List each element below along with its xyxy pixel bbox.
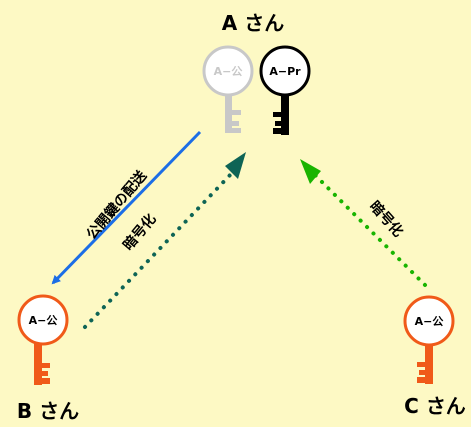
c-encrypt-arrow: [312, 172, 427, 287]
b-public-key-label: A−公: [29, 314, 58, 327]
public-key-delivery-arrow: [51, 130, 202, 285]
person-b-label: B さん: [17, 399, 79, 423]
c-public-key-label: A−公: [415, 315, 444, 328]
c-public-key-icon: A−公: [403, 295, 455, 384]
person-a-label: A さん: [222, 11, 284, 35]
b-public-key-icon: A−公: [17, 294, 69, 385]
a-private-key-label: A−Pr: [269, 65, 301, 78]
a-private-key-icon: A−Pr: [259, 45, 311, 135]
c-encrypt-arrowhead: [300, 159, 321, 184]
a-public-key-label: A−公: [214, 65, 243, 78]
b-encrypt-label: 暗号化: [120, 211, 160, 254]
b-encrypt-arrow: [83, 171, 234, 329]
b-encrypt-arrowhead: [225, 152, 246, 179]
person-c-label: C さん: [404, 394, 466, 418]
a-public-key-icon: A−公: [202, 45, 254, 133]
